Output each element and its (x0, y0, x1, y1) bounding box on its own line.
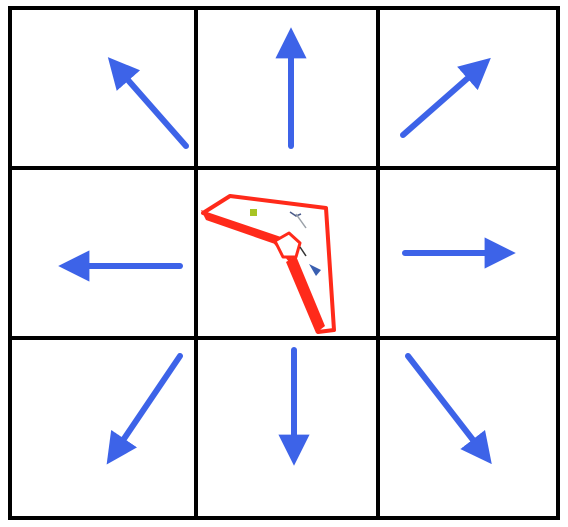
cell-top-left (10, 8, 196, 168)
cell-bottom-left (10, 338, 196, 518)
drone-decal-green (250, 209, 257, 216)
cell-top-center (196, 8, 378, 168)
cell-bottom-right (378, 338, 558, 518)
cell-middle-left (10, 168, 196, 338)
cell-bottom-center (196, 338, 378, 518)
cell-top-right (378, 8, 558, 168)
